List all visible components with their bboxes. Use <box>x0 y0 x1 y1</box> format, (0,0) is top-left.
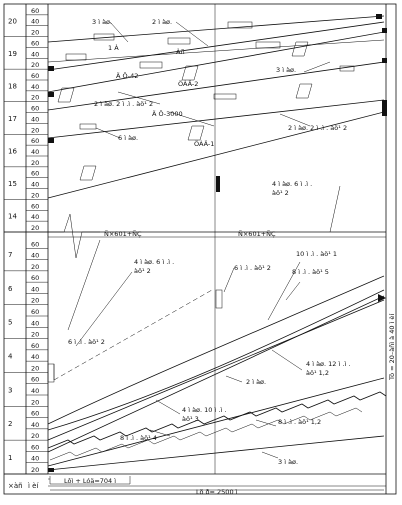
label-r17-a: Ä Ö-3000 <box>152 109 183 118</box>
floor-label: 15 <box>8 180 17 188</box>
tick-label: 20 <box>31 159 39 167</box>
label-r6-a: 6 ì .ì . àö¹ 2 <box>234 264 271 272</box>
floor-label: 3 <box>8 386 12 394</box>
tick-label: 60 <box>31 72 39 80</box>
tick-label: 60 <box>31 308 39 316</box>
label-r3-b: àö¹ 1,2 <box>306 369 329 377</box>
label-r2-b: àö¹ 3 <box>182 415 199 423</box>
label-r18-a: Ä Ö-42 <box>116 71 138 80</box>
tick-label: 40 <box>31 115 39 123</box>
floor-label: 14 <box>8 213 17 221</box>
tick-label: 20 <box>31 466 39 474</box>
label-r7-b: àö¹ 2 <box>134 267 151 275</box>
tick-label: 40 <box>31 252 39 260</box>
label-r16-a: 6 ì àø. <box>118 134 138 142</box>
tick-label: 60 <box>31 376 39 384</box>
tick-label: 40 <box>31 353 39 361</box>
label-r18-c: 2 ì àø. 2 ì .ì . àö¹ 2 <box>94 100 153 108</box>
dim-short-label: Lôì + Lóä=704 ì <box>64 477 116 485</box>
label-r15-b: àö¹ 2 <box>272 189 289 197</box>
label-r2-a: 4 ì àø. 10 ì .ì . <box>182 406 226 414</box>
label-top-2: 2 ì àø. <box>152 18 172 26</box>
tick-label: 60 <box>31 7 39 15</box>
tick-label: 20 <box>31 29 39 37</box>
tick-label: 20 <box>31 263 39 271</box>
bottom-label-b: ì èí <box>27 482 39 490</box>
floor-scale: 2060402019604020186040201760402016604020… <box>4 7 48 475</box>
tick-label: 20 <box>31 191 39 199</box>
label-break-2: Ñ×601+ÑÇ <box>238 229 276 238</box>
tick-label: 40 <box>31 148 39 156</box>
tick-label: 40 <box>31 285 39 293</box>
label-r1-a: 8 ì .ì . àö¹ 4 <box>120 434 157 442</box>
floor-label: 18 <box>8 82 17 90</box>
label-break-1: Ñ×601+ÑÇ <box>104 229 142 238</box>
break-zigzag <box>48 213 100 259</box>
floor-label: 2 <box>8 420 12 428</box>
label-r15-a: 4 ì àø. 6 ì .ì . <box>272 180 312 188</box>
tick-label: 40 <box>31 18 39 26</box>
tick-label: 60 <box>31 240 39 248</box>
tick-label: 40 <box>31 213 39 221</box>
tick-label: 40 <box>31 421 39 429</box>
tick-label: 40 <box>31 83 39 91</box>
tick-label: 60 <box>31 274 39 282</box>
label-top-4: Àñ <box>176 47 185 56</box>
tick-label: 60 <box>31 202 39 210</box>
floor-label: 1 <box>8 454 12 462</box>
tick-label: 20 <box>31 432 39 440</box>
floor-label: 16 <box>8 148 17 156</box>
label-r1-b: 3 ì àø. <box>278 458 298 466</box>
label-top-1: 3 ì àø. <box>92 18 112 26</box>
outer-frame <box>3 3 397 495</box>
tick-label: 60 <box>31 39 39 47</box>
tick-label: 20 <box>31 224 39 232</box>
label-r7-c: 10 ì .ì . àö¹ 1 <box>296 250 337 258</box>
tick-label: 40 <box>31 50 39 58</box>
label-r3-a: 4 ì àø. 12 ì .ì . <box>306 360 350 368</box>
tick-label: 20 <box>31 331 39 339</box>
floor-label: 17 <box>8 115 17 123</box>
tick-label: 60 <box>31 137 39 145</box>
tick-label: 40 <box>31 387 39 395</box>
label-r17-b: 2 ì àø. 2 ì .ì . àö¹ 2 <box>288 124 347 132</box>
tick-label: 60 <box>31 443 39 451</box>
tick-label: 20 <box>31 297 39 305</box>
floor-label: 7 <box>8 251 12 259</box>
upper-lines <box>47 14 387 233</box>
dim-total-label: Lö ð= 2500 ì <box>196 488 238 496</box>
label-r7-a: 4 ì àø. 6 ì .ì . <box>134 258 174 266</box>
tick-label: 60 <box>31 342 39 350</box>
label-r2-c: 8 ì .ì . àö¹ 1,2 <box>278 418 321 426</box>
right-axis-label: Tö = 20–àñì à 40 ì èí <box>388 314 396 381</box>
tick-label: 20 <box>31 94 39 102</box>
label-r18-b: ÖÀÄ-2 <box>178 79 198 88</box>
label-r16-b: ÖÀÄ-1 <box>194 139 214 148</box>
label-r4-a: 6 ì .ì . àö¹ 2 <box>68 338 105 346</box>
bottom-label-a: ×àñ <box>8 482 23 490</box>
tick-label: 60 <box>31 170 39 178</box>
tick-label: 40 <box>31 181 39 189</box>
tick-label: 40 <box>31 455 39 463</box>
label-top-3: 1 À <box>108 43 119 52</box>
tick-label: 20 <box>31 398 39 406</box>
tick-label: 20 <box>31 126 39 134</box>
floor-label: 6 <box>8 285 13 293</box>
tick-label: 20 <box>31 61 39 69</box>
lower-lines <box>47 239 387 472</box>
label-r6-b: 8 ì .ì . àö¹ 5 <box>292 268 329 276</box>
floor-label: 5 <box>8 319 12 327</box>
tick-label: 60 <box>31 105 39 113</box>
floor-label: 4 <box>8 353 13 361</box>
tick-label: 40 <box>31 319 39 327</box>
label-r19-1: 3 ì àø. <box>276 66 296 74</box>
floor-label: 20 <box>8 17 17 25</box>
label-r3-c: 2 ì àø. <box>246 378 266 386</box>
floor-label: 19 <box>8 50 17 58</box>
tick-label: 20 <box>31 364 39 372</box>
tick-label: 60 <box>31 410 39 418</box>
